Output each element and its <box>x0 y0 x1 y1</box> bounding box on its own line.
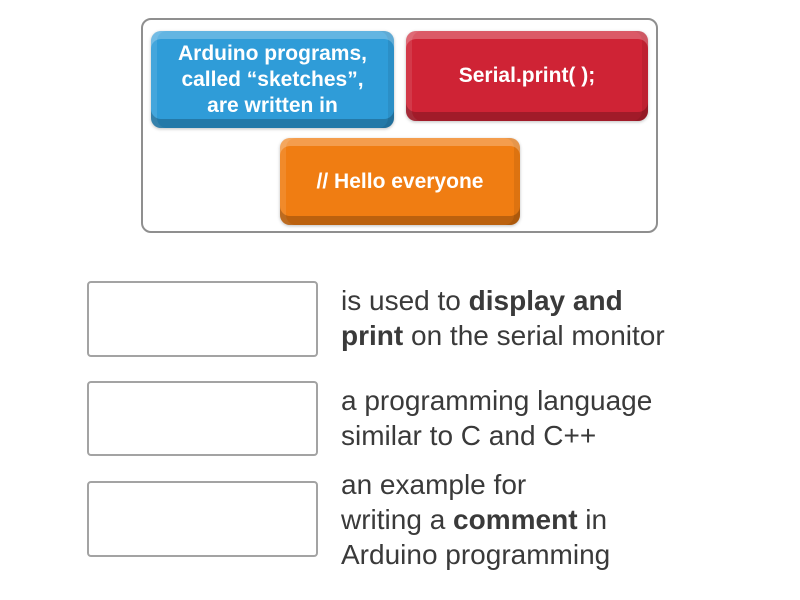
answer-slot-3[interactable] <box>87 481 318 557</box>
key-arduino-programs[interactable]: Arduino programs,called “sketches”,are w… <box>151 31 394 128</box>
answer-slot-1[interactable] <box>87 281 318 357</box>
key-serial-print[interactable]: Serial.print( ); <box>406 31 648 121</box>
keys-tray: Arduino programs,called “sketches”,are w… <box>141 18 658 233</box>
key-hello-comment[interactable]: // Hello everyone <box>280 138 520 225</box>
answer-slot-2[interactable] <box>87 381 318 456</box>
